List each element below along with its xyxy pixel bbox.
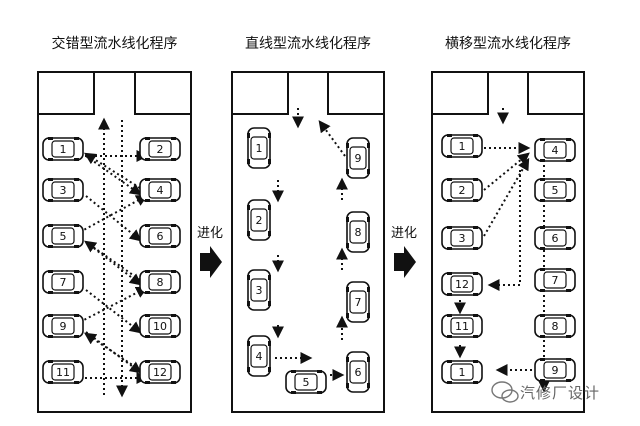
car-1-5: 5 [42,224,84,248]
evolution-label-2: 进化 [390,226,417,241]
panel-2-title: 直线型流水线化程序 [245,36,371,52]
car-2-8: 8 [346,211,370,253]
car-3-7: 4 [534,138,576,162]
car-number: 11 [56,366,70,379]
car-number: 12 [455,278,469,291]
car-number: 11 [455,320,469,333]
car-3-3: 3 [441,226,483,250]
panel-3-flow [454,108,550,393]
panel-3-frame [431,71,585,413]
car-number: 1 [459,140,466,153]
car-3-2: 2 [441,178,483,202]
car-1-8: 8 [139,270,181,294]
panel-1-frame [37,71,192,413]
car-2-1: 1 [247,127,271,169]
car-number: 6 [157,230,164,243]
car-number: 1 [459,366,466,379]
car-3-11: 8 [534,314,576,338]
car-number: 5 [60,230,67,243]
car-1-12: 12 [139,360,181,384]
car-number: 10 [153,320,167,333]
car-number: 9 [60,320,67,333]
car-3-4: 12 [441,272,483,296]
car-3-8: 5 [534,178,576,202]
car-1-3: 3 [42,178,84,202]
car-2-9: 9 [346,137,370,179]
car-1-7: 7 [42,270,84,294]
car-1-10: 10 [139,314,181,338]
car-2-2: 2 [247,199,271,241]
car-3-5: 11 [441,314,483,338]
car-number: 1 [256,142,263,155]
car-3-6: 1 [441,360,483,384]
car-number: 7 [355,296,362,309]
car-number: 6 [355,366,362,379]
car-number: 4 [552,144,559,157]
car-number: 4 [157,184,164,197]
car-1-1: 1 [42,137,84,161]
car-3-10: 7 [534,268,576,292]
car-number: 5 [552,184,559,197]
car-number: 9 [355,152,362,165]
car-number: 8 [157,276,164,289]
car-2-6: 6 [346,351,370,393]
panel-3-title: 横移型流水线化程序 [445,36,571,52]
car-number: 2 [256,214,263,227]
evolution-arrow-2 [394,246,416,278]
watermark-text: 汽修厂设计 [520,384,601,402]
car-number: 12 [153,366,167,379]
car-1-11: 11 [42,360,84,384]
panel-1-title: 交错型流水线化程序 [51,36,178,52]
car-3-1: 1 [441,134,483,158]
car-number: 2 [157,143,164,156]
car-number: 7 [60,276,67,289]
car-1-2: 2 [139,137,181,161]
panel-2-frame [231,71,385,413]
car-1-6: 6 [139,224,181,248]
car-number: 1 [60,143,67,156]
panel-2-flow [272,108,348,381]
car-number: 9 [552,364,559,377]
car-number: 7 [552,274,559,287]
car-number: 3 [60,184,67,197]
car-number: 8 [552,320,559,333]
car-2-5: 5 [285,370,327,394]
car-number: 8 [355,226,362,239]
car-number: 6 [552,232,559,245]
car-number: 5 [303,376,310,389]
car-1-9: 9 [42,314,84,338]
car-2-7: 7 [346,281,370,323]
car-2-4: 4 [247,335,271,377]
car-number: 2 [459,184,466,197]
car-3-9: 6 [534,226,576,250]
car-2-3: 3 [247,269,271,311]
evolution-arrow-1 [200,246,222,278]
wechat-logo-icon [491,381,519,403]
panel-1-flow [79,117,149,398]
car-3-12: 9 [534,358,576,382]
evolution-label-1: 进化 [196,226,223,241]
car-number: 4 [256,350,263,363]
car-number: 3 [256,284,263,297]
car-1-4: 4 [139,178,181,202]
car-number: 3 [459,232,466,245]
